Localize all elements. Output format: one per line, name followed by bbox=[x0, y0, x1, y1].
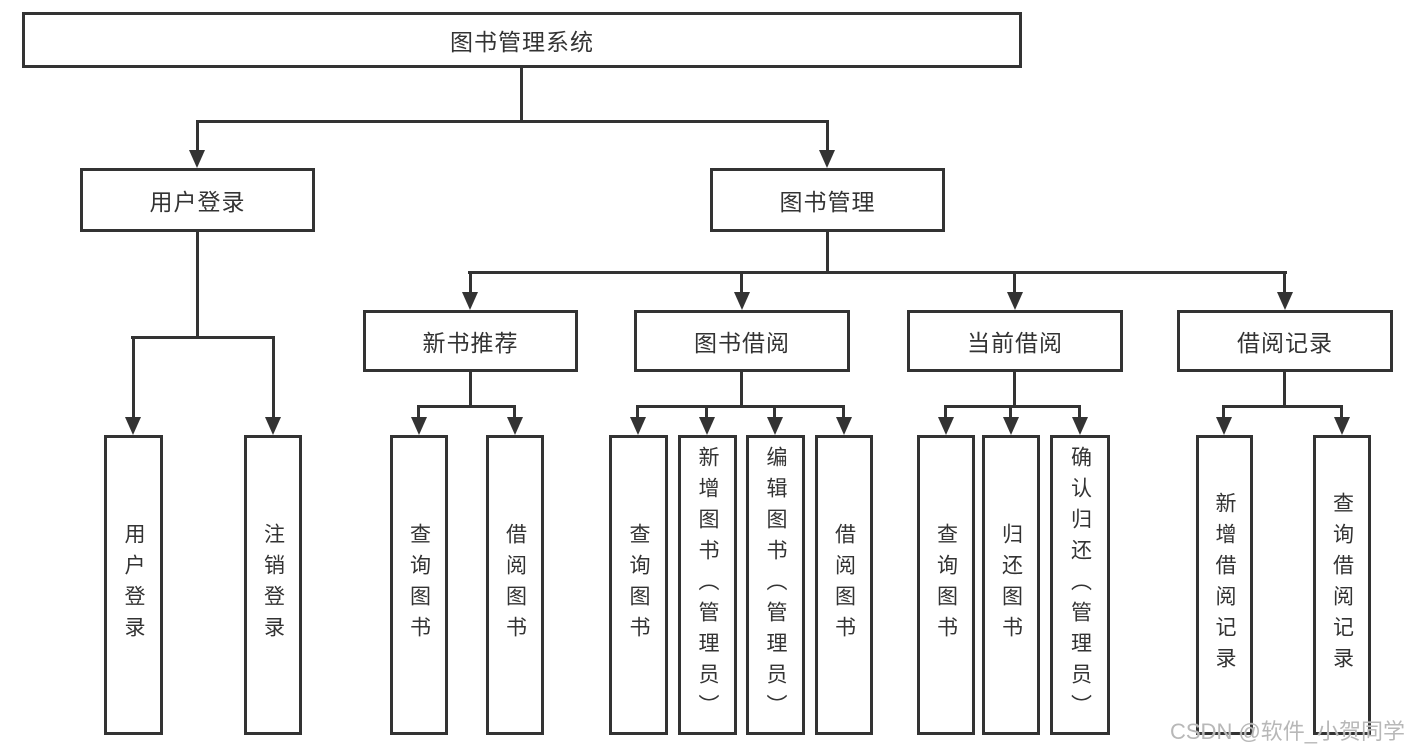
node-label: 查询借阅记录 bbox=[1330, 492, 1354, 678]
node-label: 查询图书 bbox=[627, 523, 650, 647]
leaf-add-borrow-record: 新增借阅记录 bbox=[1196, 435, 1253, 735]
connector-line bbox=[196, 120, 199, 150]
leaf-add-books-admin: 新增图书（管理员） bbox=[678, 435, 737, 735]
connector-line bbox=[1013, 372, 1016, 405]
connector-line bbox=[842, 405, 845, 417]
leaf-query-books-recommend: 查询图书 bbox=[390, 435, 448, 735]
connector-line bbox=[1283, 372, 1286, 405]
connector-line bbox=[417, 405, 420, 417]
connector-line bbox=[1009, 405, 1012, 417]
connector-line bbox=[740, 271, 743, 292]
node-label: 查询图书 bbox=[407, 523, 431, 647]
arrowhead-icon bbox=[630, 417, 646, 435]
node-user-login: 用户登录 bbox=[80, 168, 315, 232]
arrowhead-icon bbox=[767, 417, 783, 435]
connector-line bbox=[705, 405, 708, 417]
node-label: 借阅图书 bbox=[832, 523, 856, 647]
connector-line bbox=[1013, 271, 1016, 292]
connector-line bbox=[944, 405, 1081, 408]
leaf-query-books-borrow: 查询图书 bbox=[609, 435, 668, 735]
connector-line bbox=[1340, 405, 1343, 417]
connector-line bbox=[469, 372, 472, 405]
connector-line bbox=[636, 405, 639, 417]
arrowhead-icon bbox=[1216, 417, 1232, 435]
arrowhead-icon bbox=[462, 292, 478, 310]
arrowhead-icon bbox=[411, 417, 427, 435]
node-new-book-recommendation: 新书推荐 bbox=[363, 310, 578, 372]
leaf-return-books: 归还图书 bbox=[982, 435, 1040, 735]
leaf-query-books-current: 查询图书 bbox=[917, 435, 975, 735]
node-label: 用户登录 bbox=[149, 189, 246, 215]
node-label: 借阅图书 bbox=[503, 523, 527, 647]
node-label: 图书借阅 bbox=[694, 330, 790, 356]
node-label: 新增图书（管理员） bbox=[696, 445, 719, 725]
arrowhead-icon bbox=[1007, 292, 1023, 310]
node-label: 归还图书 bbox=[999, 523, 1023, 647]
connector-line bbox=[196, 120, 829, 123]
node-label: 新书推荐 bbox=[422, 330, 519, 356]
node-label: 编辑图书（管理员） bbox=[764, 445, 787, 725]
arrowhead-icon bbox=[507, 417, 523, 435]
node-label: 图书管理系统 bbox=[450, 29, 594, 55]
leaf-confirm-return-admin: 确认归还（管理员） bbox=[1050, 435, 1110, 735]
arrowhead-icon bbox=[734, 292, 750, 310]
connector-line bbox=[636, 405, 845, 408]
connector-line bbox=[520, 68, 523, 120]
leaf-borrow-books: 借阅图书 bbox=[815, 435, 873, 735]
arrowhead-icon bbox=[938, 417, 954, 435]
node-current-borrowing: 当前借阅 bbox=[907, 310, 1123, 372]
arrowhead-icon bbox=[1334, 417, 1350, 435]
arrowhead-icon bbox=[1003, 417, 1019, 435]
connector-line bbox=[132, 336, 135, 417]
connector-line bbox=[196, 232, 199, 336]
connector-line bbox=[944, 405, 947, 417]
connector-line bbox=[272, 336, 275, 417]
connector-line bbox=[1283, 271, 1286, 292]
leaf-logout: 注销登录 bbox=[244, 435, 302, 735]
node-label: 查询图书 bbox=[934, 523, 958, 647]
node-label: 当前借阅 bbox=[967, 330, 1063, 356]
connector-line bbox=[469, 271, 472, 292]
leaf-edit-books-admin: 编辑图书（管理员） bbox=[746, 435, 805, 735]
connector-line bbox=[1078, 405, 1081, 417]
connector-line bbox=[468, 271, 1287, 274]
connector-line bbox=[1222, 405, 1343, 408]
node-label: 新增借阅记录 bbox=[1213, 492, 1236, 678]
leaf-user-login: 用户登录 bbox=[104, 435, 163, 735]
node-label: 用户登录 bbox=[122, 523, 145, 647]
connector-line bbox=[131, 336, 275, 339]
arrowhead-icon bbox=[699, 417, 715, 435]
node-label: 借阅记录 bbox=[1237, 330, 1333, 356]
node-book-borrowing: 图书借阅 bbox=[634, 310, 850, 372]
node-book-management: 图书管理 bbox=[710, 168, 945, 232]
arrowhead-icon bbox=[189, 150, 205, 168]
connector-line bbox=[826, 120, 829, 150]
arrowhead-icon bbox=[1072, 417, 1088, 435]
csdn-watermark: CSDN @软件_小贺同学 bbox=[1170, 719, 1405, 744]
arrowhead-icon bbox=[819, 150, 835, 168]
connector-line bbox=[740, 372, 743, 405]
connector-line bbox=[826, 232, 829, 271]
node-label: 图书管理 bbox=[779, 189, 876, 215]
arrowhead-icon bbox=[1277, 292, 1293, 310]
node-label: 注销登录 bbox=[261, 523, 285, 647]
node-label: 确认归还（管理员） bbox=[1068, 445, 1092, 725]
connector-line bbox=[513, 405, 516, 417]
leaf-borrow-books-recommend: 借阅图书 bbox=[486, 435, 544, 735]
node-borrowing-records: 借阅记录 bbox=[1177, 310, 1393, 372]
arrowhead-icon bbox=[125, 417, 141, 435]
arrowhead-icon bbox=[836, 417, 852, 435]
arrowhead-icon bbox=[265, 417, 281, 435]
connector-line bbox=[773, 405, 776, 417]
connector-line bbox=[1222, 405, 1225, 417]
node-library-management-system: 图书管理系统 bbox=[22, 12, 1022, 68]
connector-line bbox=[417, 405, 516, 408]
leaf-query-borrow-record: 查询借阅记录 bbox=[1313, 435, 1371, 735]
